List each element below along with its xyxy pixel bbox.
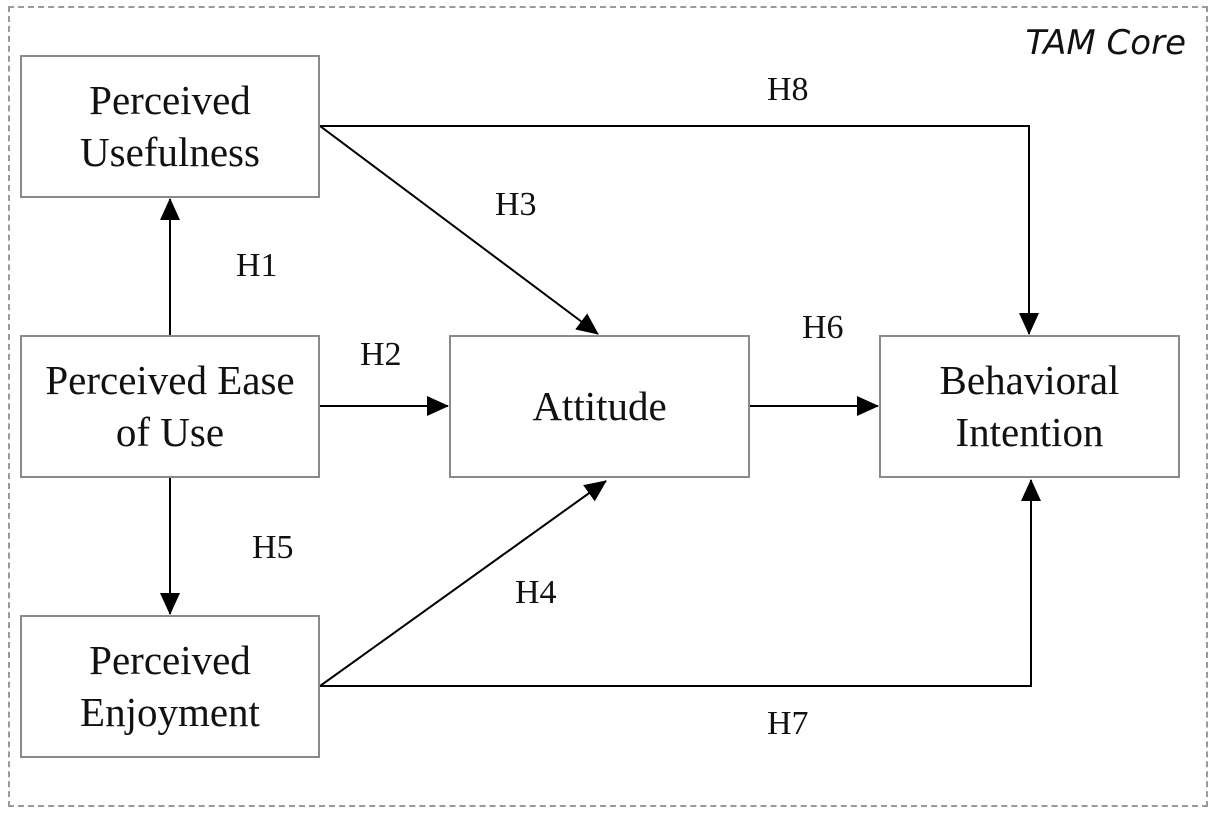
hypothesis-label-h1: H1 [236,247,278,284]
hypothesis-label-h8: H8 [767,71,809,108]
node-line: of Use [115,408,225,455]
edge-h4 [319,480,607,687]
node-attitude: Attitude [449,335,750,478]
hypothesis-label-h3: H3 [495,186,537,223]
node-perceived-enjoyment: Perceived Enjoyment [20,615,320,758]
frame-label: TAM Core [1025,23,1187,63]
edge-h7 [320,479,1041,687]
node-line: Perceived [89,637,251,684]
node-perceived-ease-of-use: Perceived Ease of Use [20,335,320,478]
hypothesis-label-h2: H2 [360,336,402,373]
node-perceived-usefulness: Perceived Usefulness [20,55,320,198]
hypothesis-label-h4: H4 [515,574,557,611]
hypothesis-label-h6: H6 [802,309,844,346]
node-line: Attitude [532,382,667,429]
node-line: Intention [955,408,1104,455]
node-line: Enjoyment [80,688,260,735]
hypothesis-label-h7: H7 [767,705,809,742]
hypothesis-label-h5: H5 [252,529,294,566]
node-behavioral-intention: Behavioral Intention [879,335,1180,478]
node-line: Perceived Ease [45,357,295,404]
node-line: Behavioral [939,357,1120,404]
node-line: Perceived [89,77,251,124]
edge-h3 [319,125,599,335]
tam-core-frame: TAM Core [8,6,1208,807]
node-line: Usefulness [80,128,260,175]
edge-h8 [320,125,1039,335]
